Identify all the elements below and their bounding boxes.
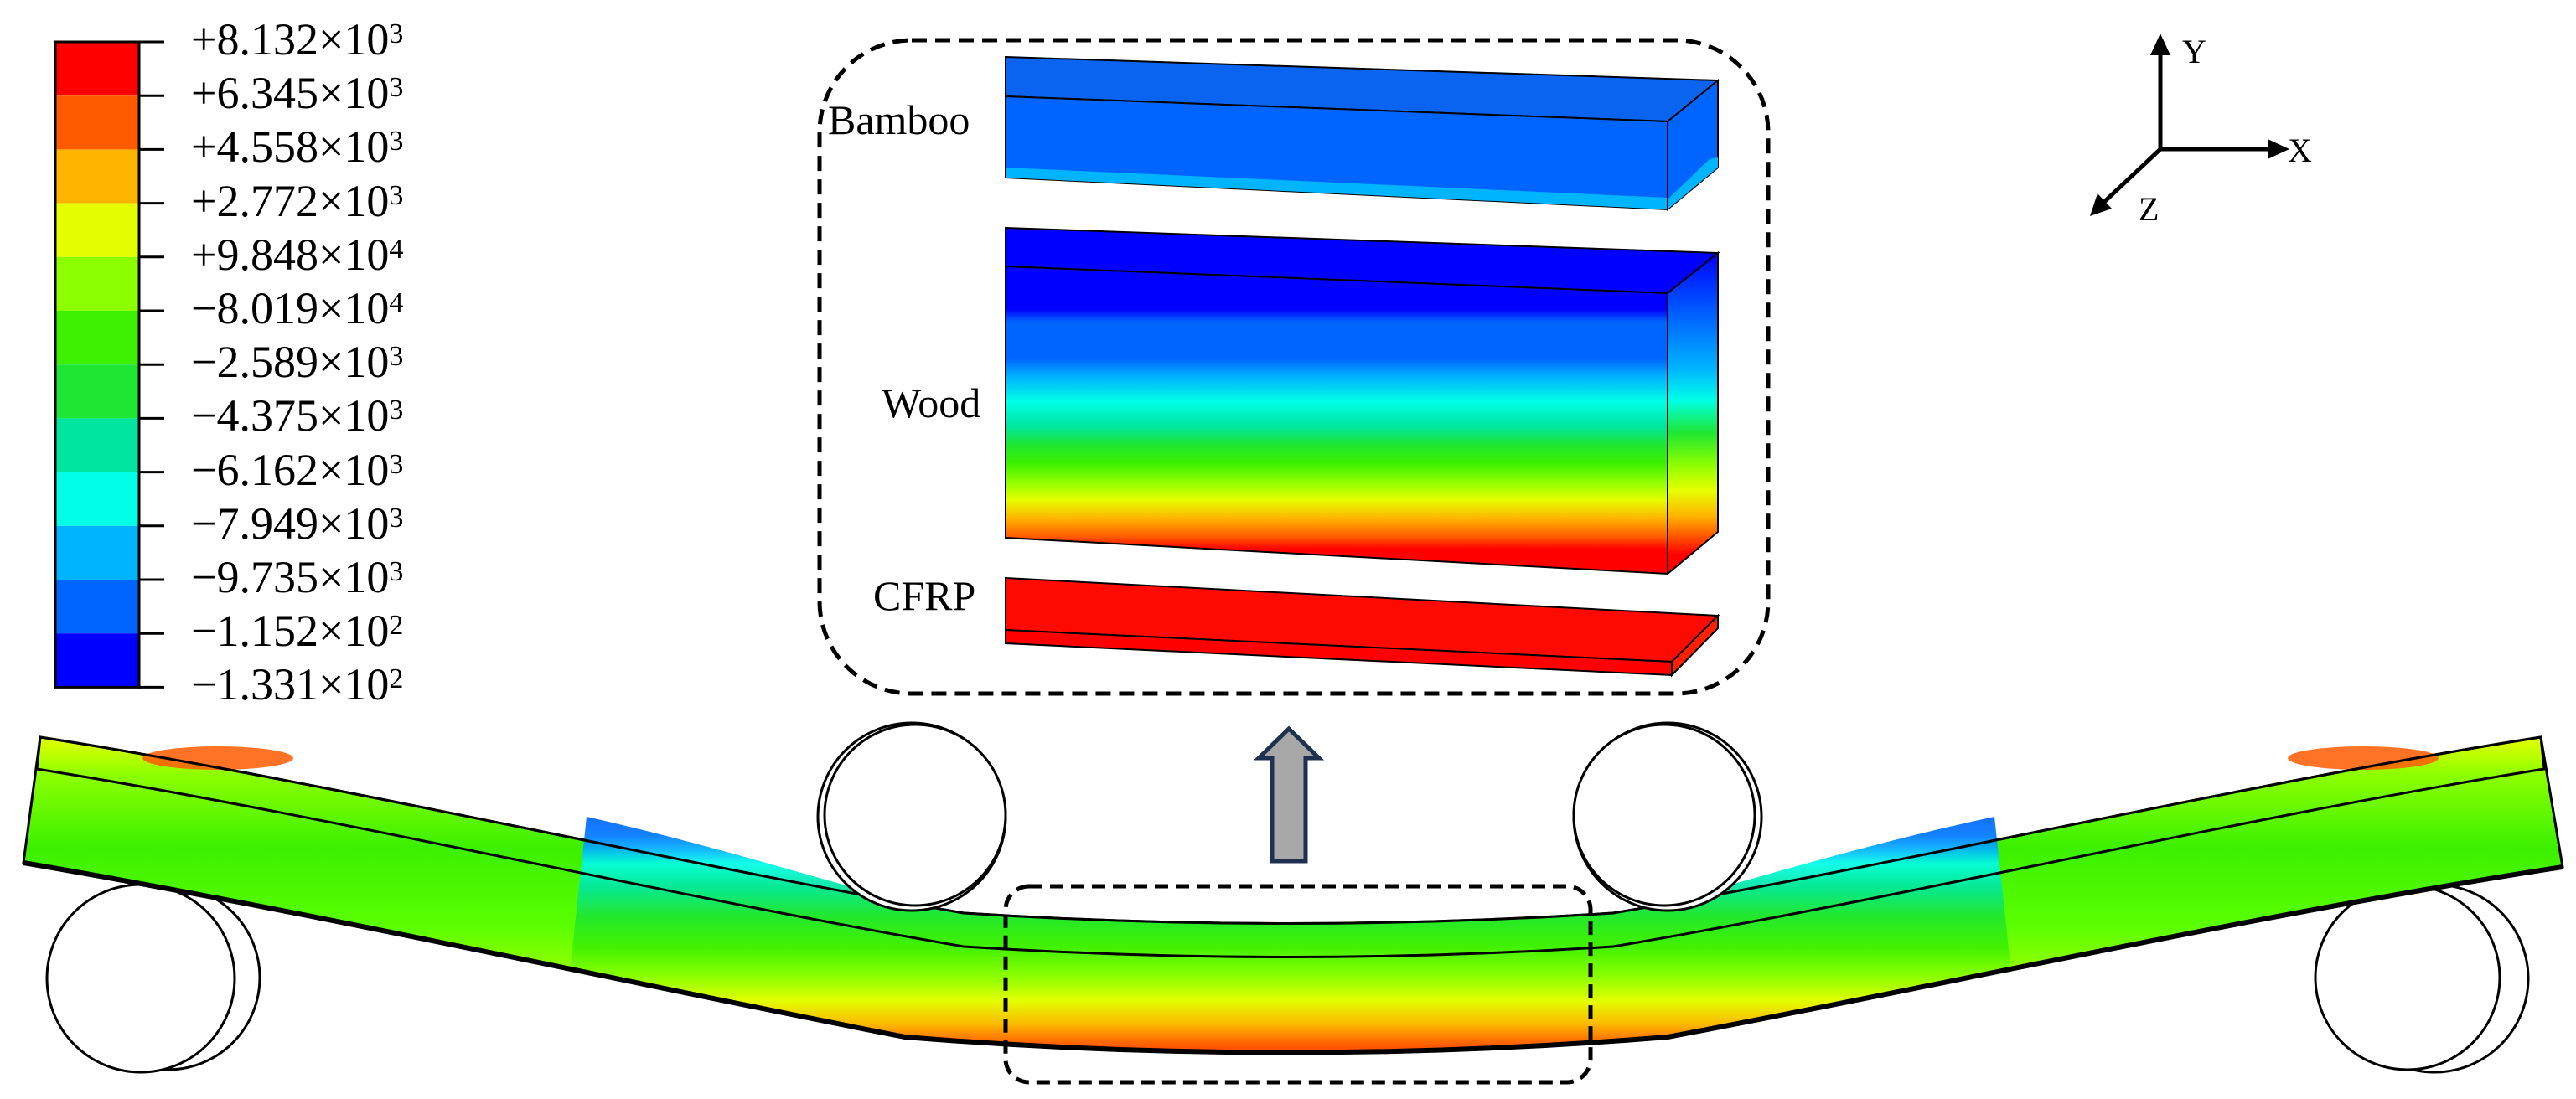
legend-swatch	[55, 95, 139, 150]
legend-tick-label: +6.345×103	[191, 68, 404, 119]
support-roller-right	[2314, 883, 2530, 1074]
legend-tick-label: +4.558×103	[191, 121, 404, 173]
support-roller-left	[45, 883, 261, 1074]
inset-wood-layer	[1005, 226, 1720, 576]
axis-y-label: Y	[2182, 33, 2206, 70]
legend-swatch	[55, 472, 139, 526]
legend-tick-label: −1.331×102	[191, 659, 404, 710]
legend-swatch	[55, 311, 139, 365]
axis-triad	[2090, 34, 2289, 216]
loading-roller-right	[1572, 721, 1763, 912]
legend-tick-label: −2.589×103	[191, 337, 404, 388]
up-arrow-icon	[1253, 725, 1325, 864]
legend-tick-label: −8.019×104	[191, 283, 404, 333]
legend-tick-label: −6.162×103	[191, 444, 404, 495]
legend-tick-label: +2.772×103	[191, 175, 404, 226]
cfrp-label: CFRP	[873, 572, 976, 619]
legend-tick-label: −7.949×103	[191, 498, 404, 549]
axis-z-label: Z	[2139, 190, 2160, 228]
legend-color-bar	[54, 40, 164, 689]
legend-swatch	[55, 633, 139, 688]
inset-cfrp-layer	[1005, 576, 1720, 678]
legend-tick-label: −1.152×102	[191, 606, 404, 657]
axis-x-label: X	[2288, 132, 2312, 169]
legend-tick-label: +8.132×103	[191, 14, 404, 64]
inset-bamboo-layer	[1005, 55, 1720, 212]
legend-swatch	[55, 525, 139, 580]
loading-roller-left	[816, 721, 1007, 912]
inset-frame	[817, 38, 1771, 696]
wood-label: Wood	[882, 379, 981, 426]
legend-swatch	[55, 580, 139, 634]
legend-swatch	[55, 203, 139, 257]
deformed-beam	[22, 735, 2564, 1055]
legend-swatch	[55, 149, 139, 204]
legend-swatch	[55, 256, 139, 311]
legend-swatch	[55, 42, 139, 96]
legend-tick-label: −4.375×103	[191, 390, 404, 441]
legend-tick-label: +9.848×104	[191, 229, 404, 280]
selection-box	[1003, 884, 1593, 1085]
legend-tick-label: −9.735×103	[191, 552, 404, 602]
legend-swatch	[55, 364, 139, 419]
legend-swatch	[55, 418, 139, 472]
bamboo-label: Bamboo	[828, 96, 970, 143]
